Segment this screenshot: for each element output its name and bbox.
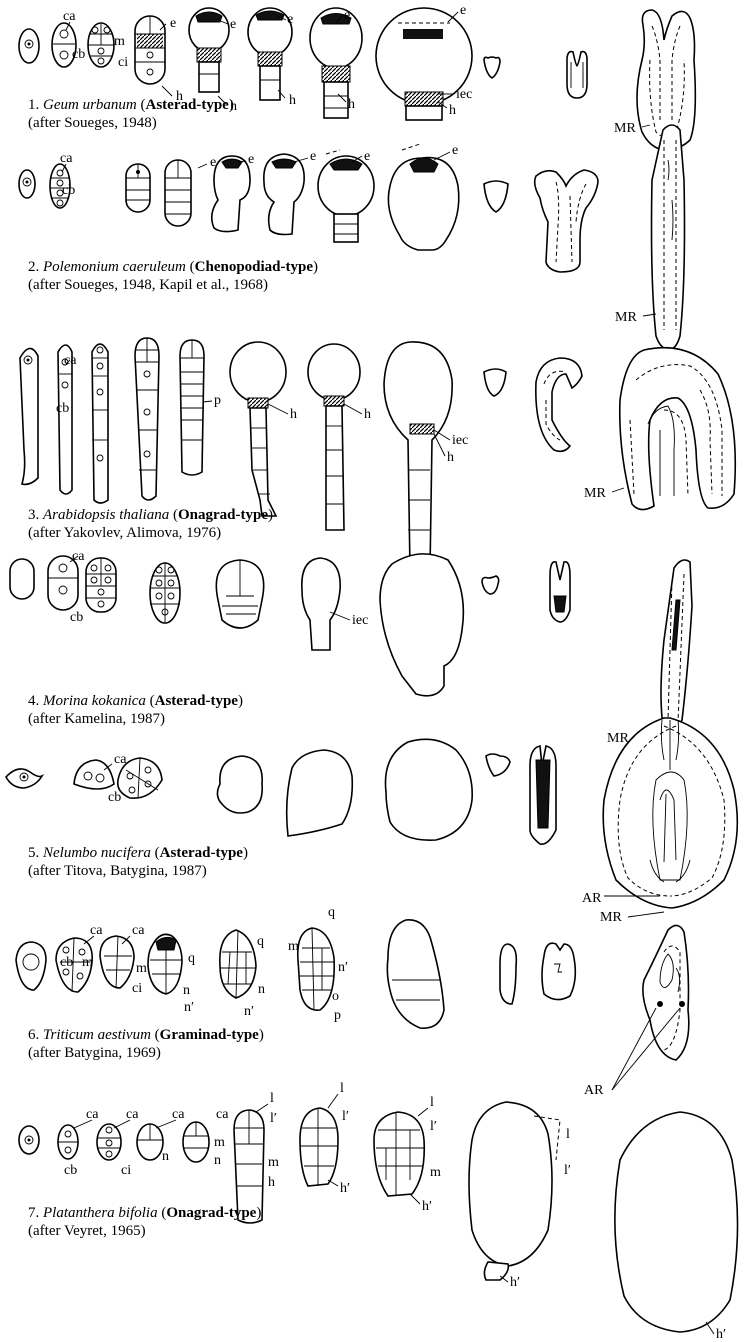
label-ci: ci bbox=[118, 55, 128, 70]
label-e: e bbox=[460, 3, 466, 18]
label-q: q bbox=[328, 905, 335, 920]
label-l-prime: l′ bbox=[270, 1111, 277, 1126]
label-l: l bbox=[566, 1127, 570, 1142]
label-l-prime: l′ bbox=[342, 1109, 349, 1124]
label-cb: cb bbox=[70, 610, 83, 625]
label-h: h bbox=[447, 450, 454, 465]
label-n-prime: n′ bbox=[184, 1000, 194, 1015]
label-cb: cb bbox=[108, 790, 121, 805]
label-n: n bbox=[258, 982, 265, 997]
label-ci: ci bbox=[132, 981, 142, 996]
label-h: h bbox=[449, 103, 456, 118]
citation-row-5: (after Titova, Batygina, 1987) bbox=[28, 862, 207, 880]
label-m: m bbox=[268, 1155, 279, 1170]
label-m: m bbox=[136, 961, 147, 976]
citation-row-1: (after Soueges, 1948) bbox=[28, 114, 157, 132]
label-e: e bbox=[344, 8, 350, 23]
caption-row-7: 7. Platanthera bifolia (Onagrad-type) bbox=[28, 1204, 261, 1222]
citation-row-4: (after Kamelina, 1987) bbox=[28, 710, 165, 728]
label-ca: ca bbox=[172, 1107, 185, 1122]
label-e: e bbox=[310, 149, 316, 164]
citation-row-2: (after Soueges, 1948, Kapil et al., 1968… bbox=[28, 276, 268, 294]
label-l: l bbox=[340, 1081, 344, 1096]
label-h-prime: h′ bbox=[716, 1327, 726, 1342]
label-h: h bbox=[364, 407, 371, 422]
label-ca: ca bbox=[60, 151, 73, 166]
label-iec: iec bbox=[452, 433, 468, 448]
label-l: l bbox=[270, 1091, 274, 1106]
label-e: e bbox=[230, 17, 236, 32]
label-ca: ca bbox=[90, 923, 103, 938]
label-e: e bbox=[452, 143, 458, 158]
label-cb: cb bbox=[72, 47, 85, 62]
label-ca: ca bbox=[64, 353, 77, 368]
label-cb: cb bbox=[60, 955, 73, 970]
label-e: e bbox=[248, 152, 254, 167]
label-h-prime: h′ bbox=[510, 1275, 520, 1290]
label-cb: cb bbox=[56, 401, 69, 416]
label-ca: ca bbox=[126, 1107, 139, 1122]
label-m: m bbox=[430, 1165, 441, 1180]
label-e: e bbox=[364, 149, 370, 164]
label-l-prime: l′ bbox=[564, 1163, 571, 1178]
label-q: q bbox=[188, 951, 195, 966]
label-e: e bbox=[287, 12, 293, 27]
label-n-prime: n′ bbox=[244, 1004, 254, 1019]
caption-row-2: 2. Polemonium caeruleum (Chenopodiad-typ… bbox=[28, 258, 318, 276]
label-h: h bbox=[268, 1175, 275, 1190]
caption-row-6: 6. Triticum aestivum (Graminad-type) bbox=[28, 1026, 264, 1044]
label-h-prime: h′ bbox=[422, 1199, 432, 1214]
label-cb: cb bbox=[62, 183, 75, 198]
label-m: m bbox=[214, 1135, 225, 1150]
label-m: m bbox=[114, 34, 125, 49]
caption-row-1: 1. Geum urbanum (Asterad-type) bbox=[28, 96, 234, 114]
label-mr: MR bbox=[615, 310, 637, 325]
citation-row-6: (after Batygina, 1969) bbox=[28, 1044, 161, 1062]
label-e: e bbox=[170, 16, 176, 31]
label-ca: ca bbox=[132, 923, 145, 938]
caption-row-4: 4. Morina kokanica (Asterad-type) bbox=[28, 692, 243, 710]
label-iec: iec bbox=[352, 613, 368, 628]
label-o: o bbox=[332, 989, 339, 1004]
label-n: n bbox=[183, 983, 190, 998]
label-ca: ca bbox=[114, 752, 127, 767]
label-l: l bbox=[430, 1095, 434, 1110]
row-2-drawings bbox=[19, 125, 685, 350]
label-l-prime: l′ bbox=[430, 1119, 437, 1134]
label-mr: MR bbox=[600, 910, 622, 925]
label-ca: ca bbox=[216, 1107, 229, 1122]
caption-row-3: 3. Arabidopsis thaliana (Onagrad-type) bbox=[28, 506, 273, 524]
label-n-prime: n′ bbox=[338, 960, 348, 975]
label-ci: ci bbox=[121, 1163, 131, 1178]
label-h: h bbox=[289, 93, 296, 108]
label-p: p bbox=[214, 393, 221, 408]
label-ar: AR bbox=[584, 1083, 604, 1098]
label-h: h bbox=[290, 407, 297, 422]
label-n: n bbox=[162, 1149, 169, 1164]
citation-row-3: (after Yakovlev, Alimova, 1976) bbox=[28, 524, 221, 542]
label-m: m bbox=[288, 939, 299, 954]
label-p: p bbox=[334, 1008, 341, 1023]
label-e: e bbox=[210, 155, 216, 170]
label-ca: ca bbox=[86, 1107, 99, 1122]
caption-row-5: 5. Nelumbo nucifera (Asterad-type) bbox=[28, 844, 248, 862]
label-iec: iec bbox=[456, 87, 472, 102]
label-h-prime: h′ bbox=[340, 1181, 350, 1196]
label-ca: ca bbox=[63, 9, 76, 24]
label-mr: MR bbox=[584, 486, 606, 501]
row-5-labels: ca cb AR MR bbox=[104, 752, 664, 925]
label-ca: ca bbox=[72, 549, 85, 564]
row-6-labels: ca ca cb m m ci q n n′ q n n′ q m n′ o p… bbox=[60, 905, 680, 1098]
label-ar: AR bbox=[582, 891, 602, 906]
label-m: m bbox=[82, 955, 93, 970]
label-mr: MR bbox=[614, 121, 636, 136]
label-q: q bbox=[257, 934, 264, 949]
citation-row-7: (after Veyret, 1965) bbox=[28, 1222, 146, 1240]
label-cb: cb bbox=[64, 1163, 77, 1178]
label-n: n bbox=[214, 1153, 221, 1168]
label-h: h bbox=[348, 97, 355, 112]
